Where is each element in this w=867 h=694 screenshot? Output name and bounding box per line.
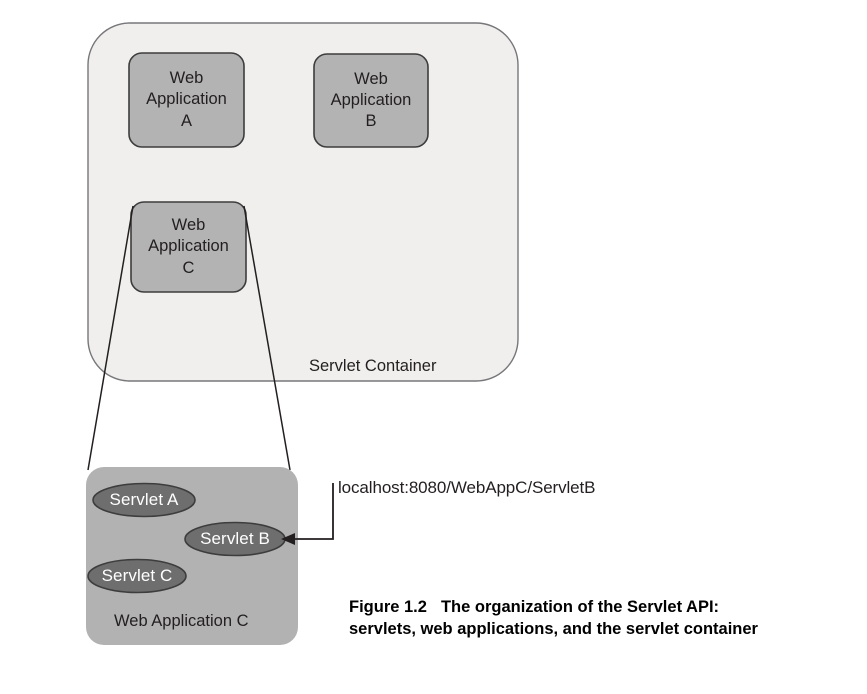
figure-caption-title: The organization of the Servlet API: [440,598,720,616]
figure-caption-line2: servlets, web applications, and the serv… [349,620,758,639]
web-application-a-shape [128,52,245,148]
request-arrow-line [292,483,334,540]
servlet-b-label: Servlet B [200,529,270,548]
request-arrow-head [281,533,295,545]
web-application-c-shape [130,201,247,293]
servlet-c-shape [87,558,187,594]
request-url-label: localhost:8080/WebAppC/ServletB [338,478,596,497]
figure-caption-number: Figure 1.2 [349,598,427,616]
servlet-container-label: Servlet Container [309,357,437,375]
figure-caption-line1: Figure 1.2 The organization of the Servle… [349,596,849,618]
servlet-c-label: Servlet C [101,566,173,585]
expansion-line-left [87,205,134,471]
servlet-a-shape [92,482,196,518]
figure-caption: Figure 1.2 The organization of the Servle… [349,596,849,641]
web-application-b-shape [313,53,429,148]
servlet-a-label: Servlet A [109,490,179,509]
webapp-detail-panel-label: Web Application C [114,612,249,630]
expansion-line-right [243,205,291,471]
